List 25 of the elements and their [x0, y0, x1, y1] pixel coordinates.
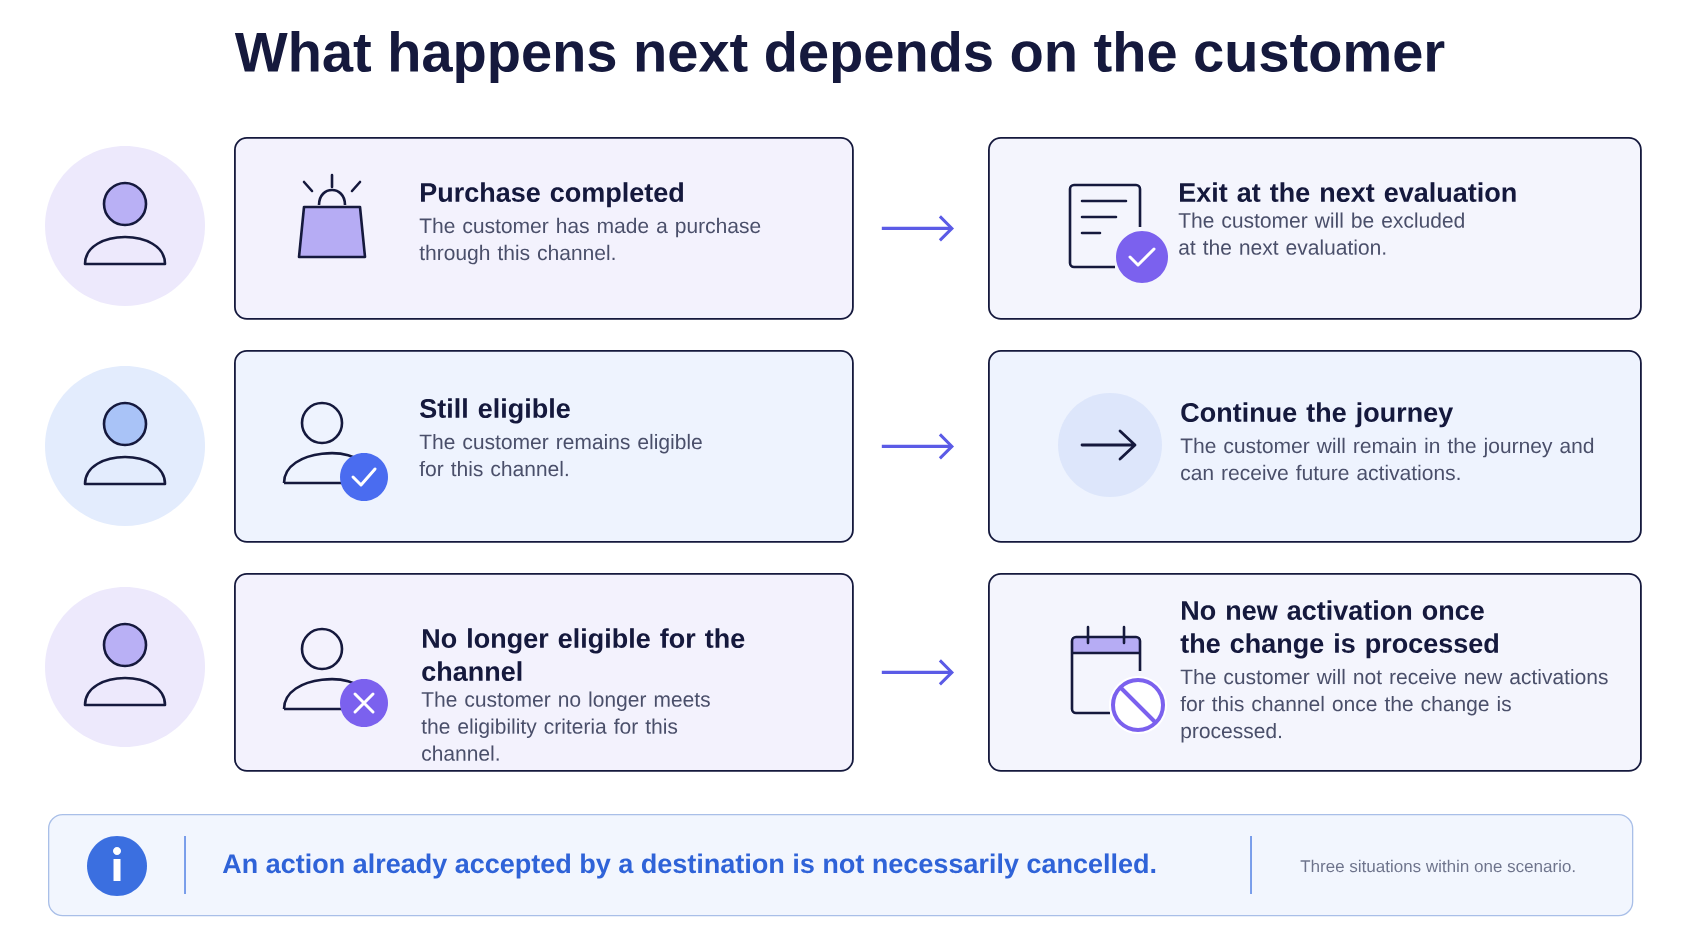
arrow	[881, 215, 954, 242]
arrow	[881, 659, 954, 686]
card	[234, 350, 854, 543]
card-heading: No longer eligible for the channel	[422, 628, 745, 682]
card-heading: Continue the journey	[1181, 402, 1454, 428]
card-heading: Purchase completed	[421, 182, 683, 208]
card	[988, 573, 1642, 772]
card-text: The customer will remain in the journey and can receive future activations.	[1180, 437, 1594, 481]
card-text: The customer has made a purchase through this channel.	[419, 217, 761, 265]
card-text: The customer no longer meets the eligibility criteria for this channel.	[421, 691, 710, 761]
card	[988, 350, 1642, 543]
info-bar	[48, 814, 1634, 917]
card	[234, 573, 854, 772]
card-heading: Still eligible	[420, 398, 570, 424]
arrow	[881, 433, 954, 460]
info-text: An action already accepted by a destination is not necessarily cancelled.	[222, 853, 1156, 879]
note: Three situations within one scenario.	[1300, 859, 1575, 873]
card-heading: No new activation once the change is processed	[1180, 600, 1498, 659]
card	[988, 137, 1642, 320]
card	[234, 137, 854, 320]
card-text: The customer will not receive new activations for this channel once the change is processed.	[1180, 668, 1608, 743]
card-heading: Exit at the next evaluation	[1180, 182, 1516, 203]
title: What happens next depends on the customer	[234, 30, 1445, 84]
card-text: The customer remains eligible for this channel.	[419, 433, 702, 477]
card-text: The customer will be excluded at the next evaluation.	[1178, 212, 1464, 255]
